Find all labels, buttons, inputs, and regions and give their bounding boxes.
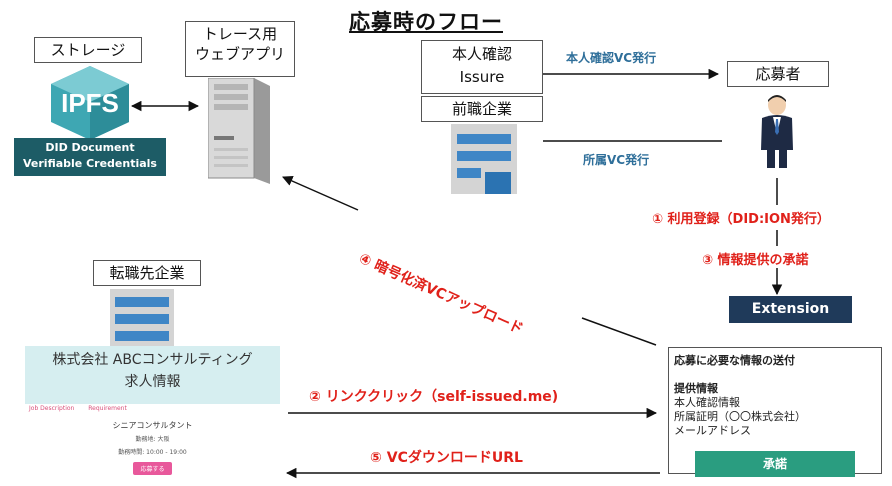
new-company-building-icon <box>110 289 174 347</box>
trace-app-label: トレース用 ウェブアプリ <box>185 21 295 77</box>
apply-button[interactable]: 応募する <box>133 462 172 475</box>
ipfs-caption-line1: DID Document <box>45 141 135 154</box>
ipfs-caption-line2: Verifiable Credentials <box>23 157 157 170</box>
former-company-text: 前職企業 <box>451 100 512 118</box>
job-subtitle: 求人情報 <box>124 374 181 390</box>
ipfs-logo: IPFS <box>51 66 129 140</box>
job-posting-page: 株式会社 ABCコンサルティング 求人情報 Job Description Re… <box>25 346 280 484</box>
storage-label: ストレージ <box>34 37 142 63</box>
trace-app-line2: ウェブアプリ <box>194 45 285 63</box>
extension-button[interactable]: Extension <box>729 296 852 323</box>
storage-text: ストレージ <box>50 41 126 59</box>
tab-requirement[interactable]: Requirement <box>88 405 127 412</box>
job-body: シニアコンサルタント 勤務地: 大阪 勤務時間: 10:00 - 19:00 応… <box>25 418 280 478</box>
upload-arrow-head <box>282 176 359 211</box>
job-location: 勤務地: 大阪 <box>135 436 170 443</box>
applicant-label: 応募者 <box>727 61 829 87</box>
issuer-label: 本人確認 Issure <box>421 40 543 94</box>
issuer-line2: Issure <box>459 68 505 86</box>
ipfs-cube-icon <box>51 66 129 140</box>
tab-job-description[interactable]: Job Description <box>29 405 75 412</box>
job-tabs: Job Description Requirement <box>29 405 127 412</box>
step5-label: ⑤ VCダウンロードURL <box>370 450 523 466</box>
consent-item: メールアドレス <box>674 424 751 437</box>
consent-item: 本人確認情報 <box>674 396 740 409</box>
step1-label: ① 利用登録（DID:ION発行） <box>652 212 830 227</box>
page-title: 応募時のフロー <box>349 10 503 34</box>
server-icon <box>207 77 270 184</box>
job-company-name: 株式会社 ABCコンサルティング <box>52 352 253 368</box>
job-position: シニアコンサルタント <box>112 421 193 430</box>
consent-item: 所属証明（〇〇株式会社） <box>674 410 806 423</box>
consent-sub: 提供情報 <box>674 382 718 395</box>
job-hours: 勤務時間: 10:00 - 19:00 <box>118 449 187 456</box>
ipfs-logo-text: IPFS <box>61 88 119 118</box>
upload-arrow-tail <box>581 317 657 346</box>
new-company-label: 転職先企業 <box>93 260 201 286</box>
trace-app-line1: トレース用 <box>202 25 278 43</box>
applicant-text: 応募者 <box>755 65 801 83</box>
former-company-building-icon <box>451 124 517 194</box>
issuer-line1: 本人確認 <box>451 45 512 63</box>
consent-button[interactable]: 承諾 <box>695 451 855 477</box>
affiliation-vc-label: 所属VC発行 <box>583 153 650 167</box>
consent-heading: 応募に必要な情報の送付 <box>674 354 795 367</box>
former-company-label: 前職企業 <box>421 96 543 122</box>
identity-vc-label: 本人確認VC発行 <box>566 51 657 65</box>
step3-label: ③ 情報提供の承諾 <box>702 253 809 268</box>
step2-label: ② リンククリック（self-issued.me) <box>309 389 559 405</box>
ipfs-caption: DID Document Verifiable Credentials <box>14 138 166 176</box>
new-company-text: 転職先企業 <box>109 264 185 282</box>
job-header: 株式会社 ABCコンサルティング 求人情報 <box>25 346 280 404</box>
applicant-person-icon <box>757 94 797 170</box>
